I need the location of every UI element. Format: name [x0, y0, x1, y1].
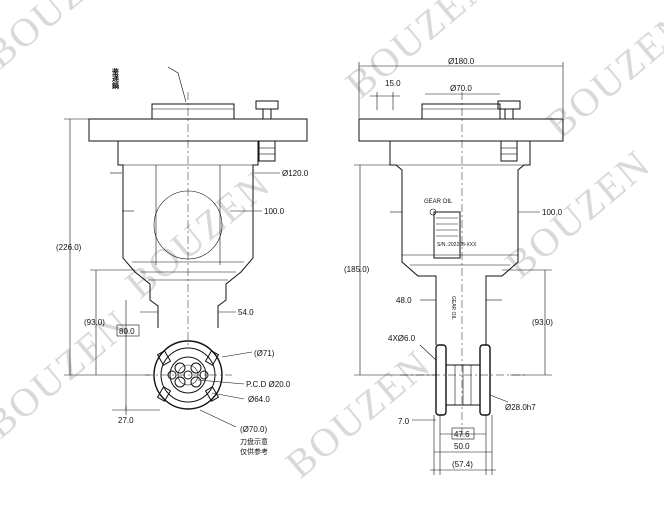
- right-dim-w100: 100.0: [542, 208, 563, 217]
- right-dim-d180: Ø180.0: [448, 57, 475, 66]
- left-dim-d120: Ø120.0: [282, 169, 309, 178]
- right-view: Ø180.0 15.0 Ø70.0 GEAR OIL S/: [344, 57, 564, 475]
- right-dim-d28: Ø28.0h7: [505, 403, 536, 412]
- left-bolt-nut: [258, 140, 276, 162]
- right-dim-w50: 50.0: [454, 442, 470, 451]
- right-flange: [358, 118, 564, 142]
- left-tool-holes: [167, 362, 209, 388]
- left-top-boss: [151, 103, 235, 120]
- right-top-boss: [421, 103, 501, 120]
- right-dim-h93: (93.0): [532, 318, 553, 327]
- left-dim-box80: 80.0: [119, 327, 135, 336]
- left-bolt-head: [255, 100, 279, 110]
- right-dim-holes: 4XØ6.0: [388, 334, 416, 343]
- leader-top: [167, 66, 187, 103]
- left-view: 鉴递鍋: [56, 66, 309, 456]
- right-label-gear-oil-side: GEAR OIL: [450, 296, 456, 320]
- right-dim-d70: Ø70.0: [450, 84, 472, 93]
- left-dim-h226: (226.0): [56, 243, 82, 252]
- right-tool-bit-right: [479, 344, 491, 416]
- watermark-1: BOUZEN: [0, 0, 139, 77]
- watermark-4: BOUZEN: [497, 140, 659, 286]
- right-tool-bit-left: [435, 344, 447, 416]
- right-dim-w15: 15.0: [385, 79, 401, 88]
- watermark-layer: BOUZEN BOUZEN BOUZEN BOUZEN BOUZEN BOUZE…: [0, 0, 664, 487]
- right-bolt-head: [497, 100, 521, 110]
- left-note-line1: 刀盘示意: [240, 437, 268, 446]
- watermark-2: BOUZEN: [117, 160, 279, 306]
- right-dim-w7: 7.0: [398, 417, 410, 426]
- left-dim-d64: Ø64.0: [248, 395, 270, 404]
- left-dim-box80-frame: [116, 324, 140, 337]
- right-dim-box47-frame: [451, 427, 475, 440]
- right-dim-h185: (185.0): [344, 265, 370, 274]
- right-name-plate: [433, 211, 461, 259]
- right-dim-box47: 47.6: [454, 430, 470, 439]
- left-flange: [88, 118, 308, 142]
- watermark-7: BOUZEN: [537, 0, 664, 146]
- left-note-line2: 仅供参考: [240, 447, 268, 456]
- left-top-label: 鉴递鍋: [111, 67, 120, 90]
- right-bolt-nut: [500, 140, 518, 162]
- left-dim-h27: 27.0: [118, 416, 134, 425]
- right-label-sn: S/N.:202208-XXX: [437, 242, 477, 248]
- right-body-outline: [389, 141, 437, 345]
- watermark-3: BOUZEN: [337, 0, 499, 107]
- left-dim-w54: 54.0: [238, 308, 254, 317]
- left-dim-w100: 100.0: [264, 207, 285, 216]
- left-dim-h93: (93.0): [84, 318, 105, 327]
- watermark-5: BOUZEN: [277, 340, 439, 486]
- left-dim-d70: (Ø70.0): [240, 425, 267, 434]
- left-dim-pcd: P.C.D Ø20.0: [246, 380, 291, 389]
- left-dim-d71: (Ø71): [254, 349, 275, 358]
- right-dim-w48: 48.0: [396, 296, 412, 305]
- right-dim-w57: (57.4): [452, 460, 473, 469]
- right-label-gear-oil: GEAR OIL: [424, 199, 453, 205]
- left-body-outline: [117, 141, 159, 328]
